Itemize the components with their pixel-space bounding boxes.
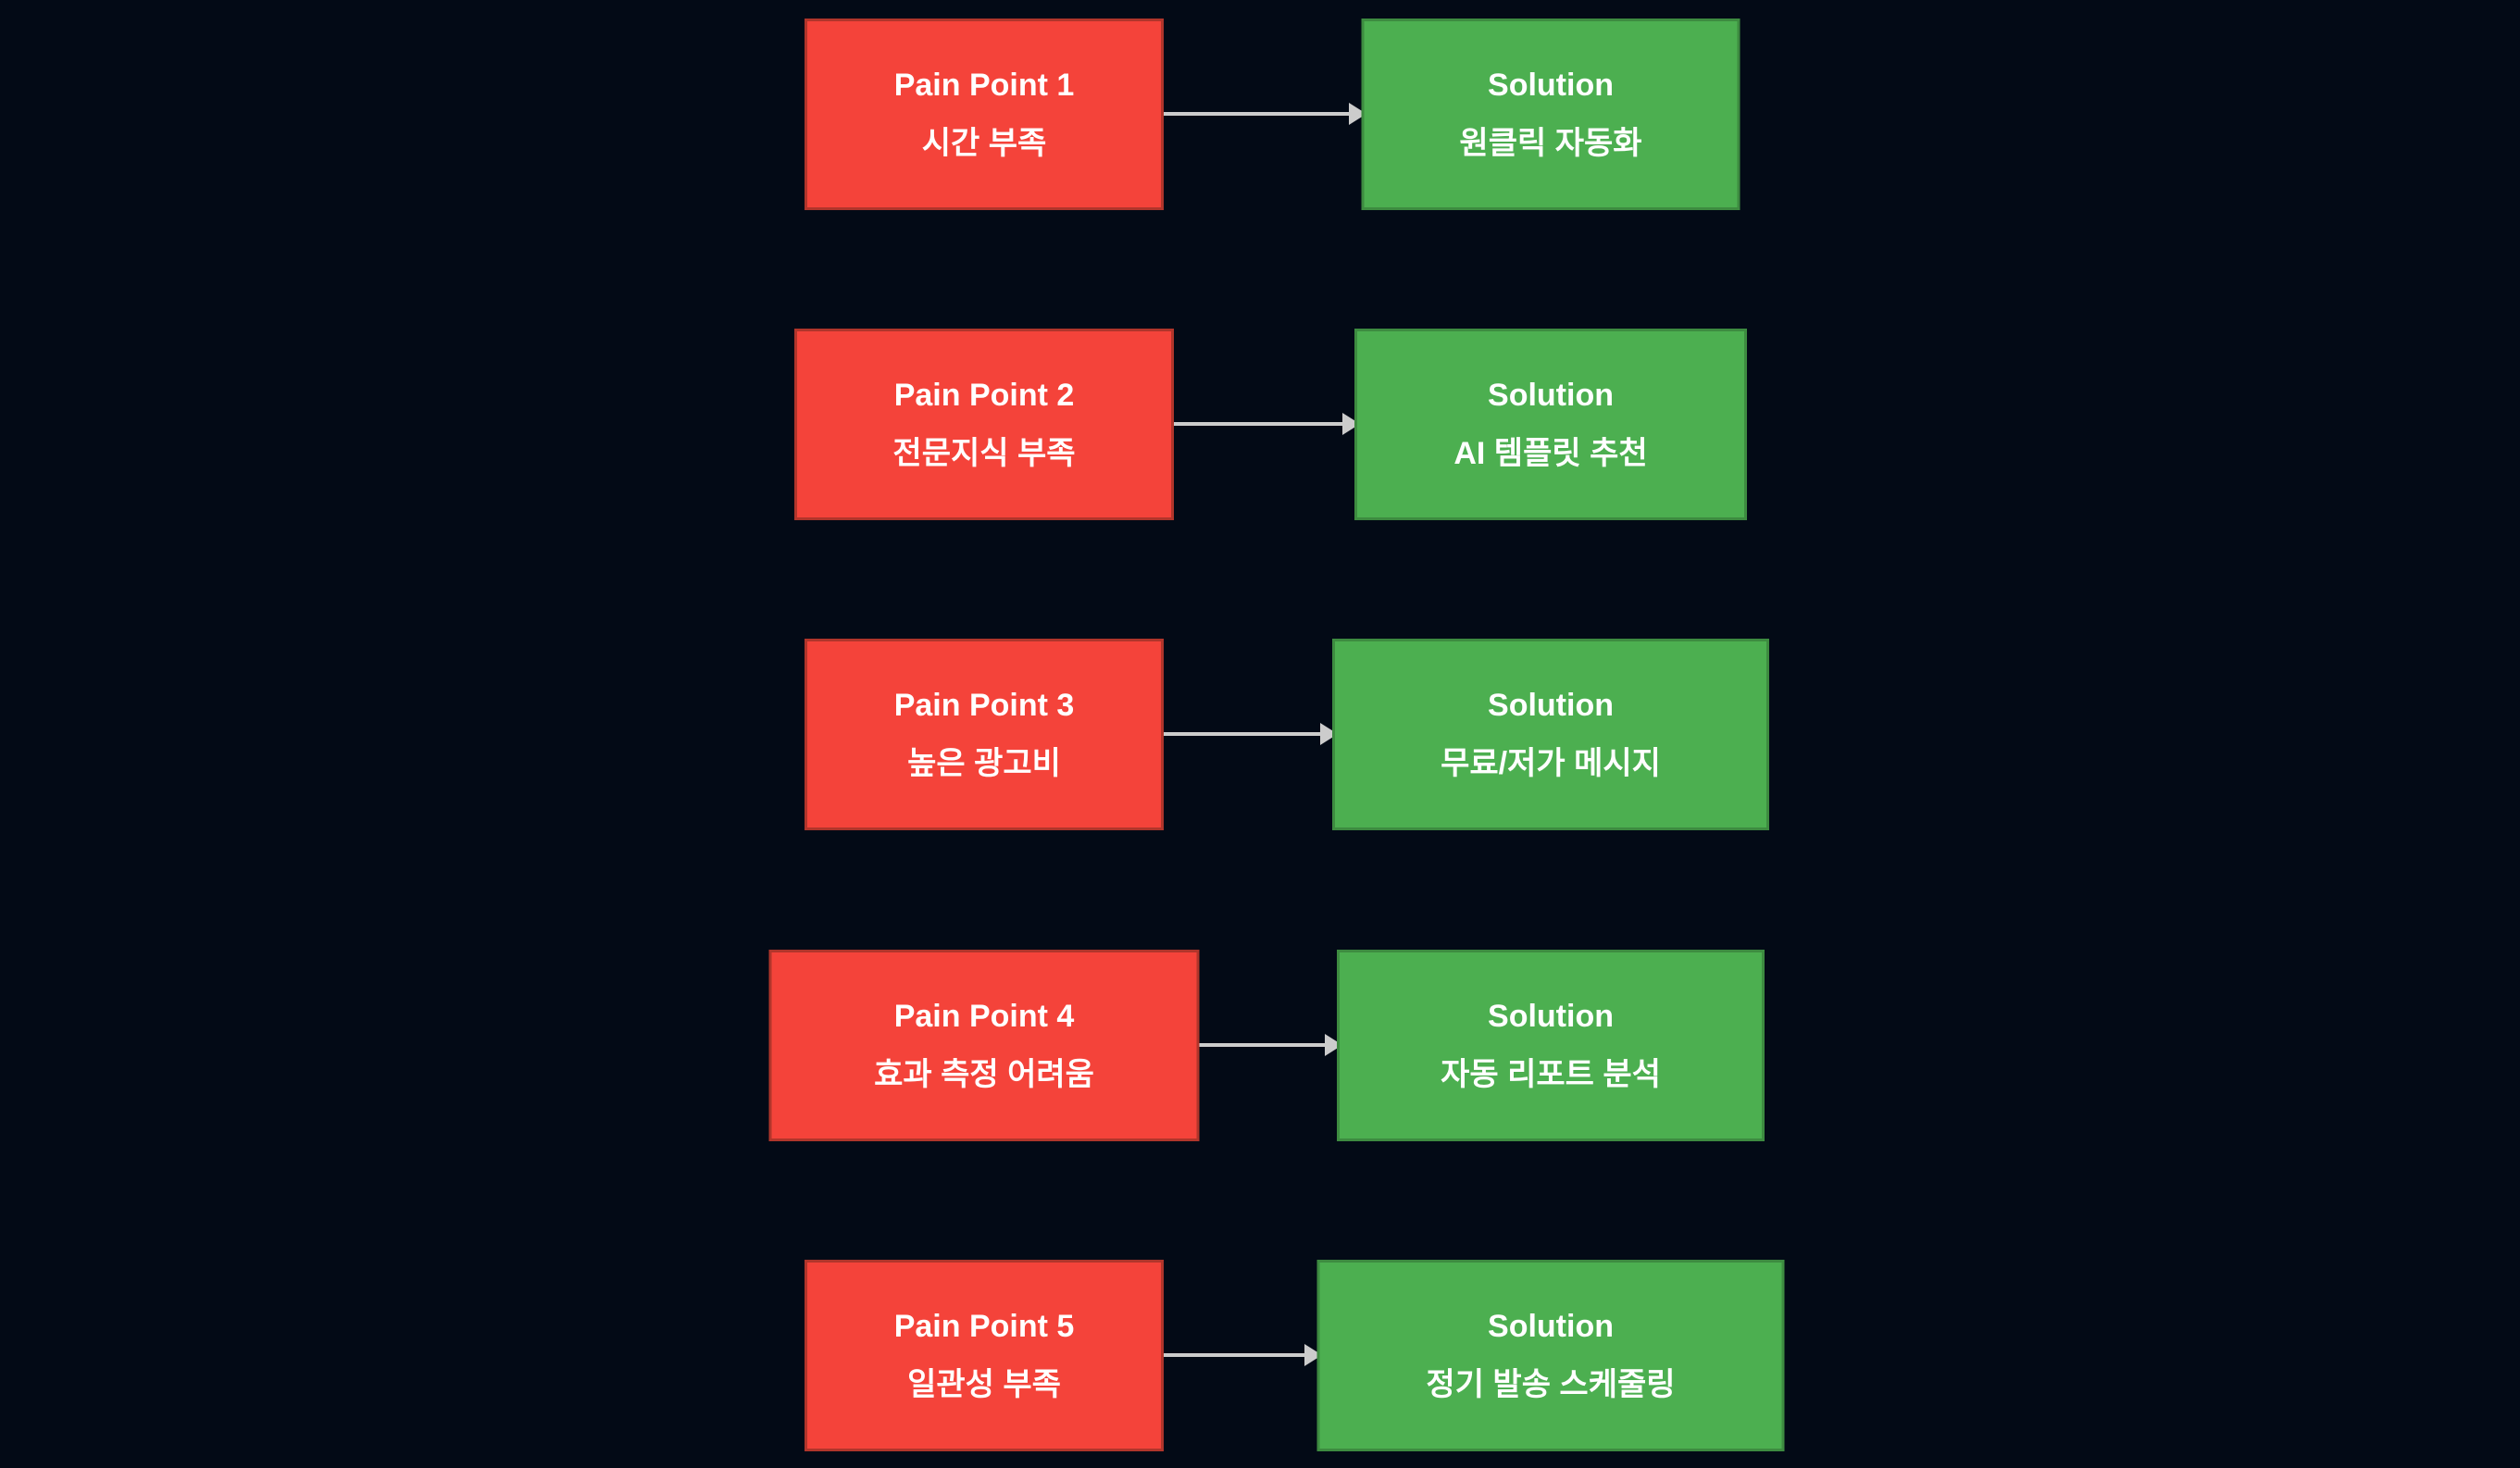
arrow-right-icon [1190,1034,1342,1056]
pain-point-5-label: 일관성 부족 [907,1366,1061,1402]
mapping-row-2: Pain Point 2 전문지식 부족 Solution AI 템플릿 추천 [0,329,2520,520]
pain-point-5-box: Pain Point 5 일관성 부족 [805,1260,1164,1451]
mapping-row-5: Pain Point 5 일관성 부족 Solution 정기 발송 스케줄링 [0,1260,2520,1451]
solution-2-label: AI 템플릿 추천 [1453,435,1648,471]
pain-point-3-box: Pain Point 3 높은 광고비 [805,639,1164,830]
solution-5-title: Solution [1488,1308,1614,1344]
mapping-row-1: Pain Point 1 시간 부족 Solution 원클릭 자동화 [0,19,2520,210]
arrow-shaft [1154,112,1352,116]
pain-point-1-label: 시간 부족 [921,125,1047,161]
solution-2-box: Solution AI 템플릿 추천 [1354,329,1747,520]
pain-point-4-box: Pain Point 4 효과 측정 어려움 [768,950,1200,1141]
pain-point-2-title: Pain Point 2 [893,377,1075,413]
pain-point-4-title: Pain Point 4 [893,998,1075,1034]
solution-1-box: Solution 원클릭 자동화 [1361,19,1740,210]
pain-point-2-box: Pain Point 2 전문지식 부족 [794,329,1174,520]
pain-point-2-label: 전문지식 부족 [892,435,1076,471]
solution-2-title: Solution [1488,377,1614,413]
pain-point-3-title: Pain Point 3 [893,687,1075,723]
solution-3-box: Solution 무료/저가 메시지 [1332,639,1769,830]
arrow-right-icon [1154,103,1366,125]
pain-point-1-title: Pain Point 1 [893,67,1075,103]
mapping-row-4: Pain Point 4 효과 측정 어려움 Solution 자동 리포트 분… [0,950,2520,1141]
solution-3-label: 무료/저가 메시지 [1441,745,1661,781]
solution-4-box: Solution 자동 리포트 분석 [1337,950,1765,1141]
pain-point-3-label: 높은 광고비 [907,745,1061,781]
pain-point-4-label: 효과 측정 어려움 [874,1056,1094,1092]
arrow-shaft [1154,732,1323,736]
solution-4-title: Solution [1488,998,1614,1034]
arrow-right-icon [1154,1344,1322,1366]
solution-1-title: Solution [1488,67,1614,103]
pain-point-1-box: Pain Point 1 시간 부족 [805,19,1164,210]
solution-4-label: 자동 리포트 분석 [1441,1056,1661,1092]
solution-3-title: Solution [1488,687,1614,723]
solution-5-label: 정기 발송 스케줄링 [1426,1366,1676,1402]
solution-5-box: Solution 정기 발송 스케줄링 [1316,1260,1785,1451]
arrow-shaft [1190,1043,1328,1047]
arrow-shaft [1154,1353,1307,1357]
mapping-row-3: Pain Point 3 높은 광고비 Solution 무료/저가 메시지 [0,639,2520,830]
arrow-shaft [1165,422,1345,426]
solution-1-label: 원클릭 자동화 [1459,125,1642,161]
arrow-right-icon [1154,723,1338,745]
pain-point-5-title: Pain Point 5 [893,1308,1075,1344]
arrow-right-icon [1165,413,1360,435]
